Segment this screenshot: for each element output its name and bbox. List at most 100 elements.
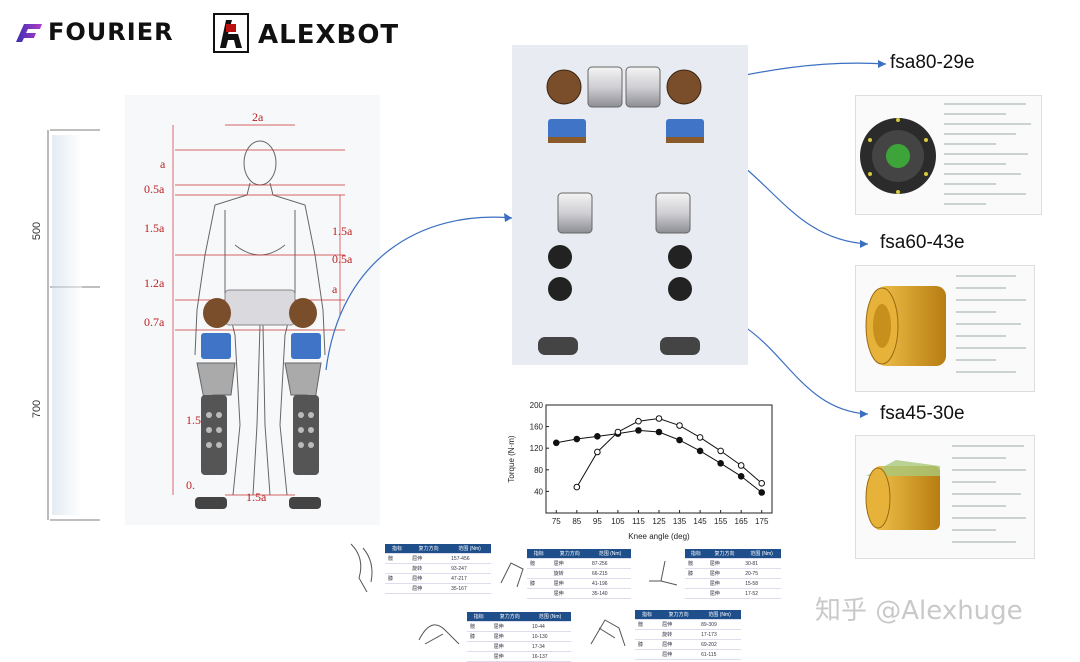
series-1-point xyxy=(696,434,704,441)
series-0-line xyxy=(556,429,763,493)
x-tick-label: 85 xyxy=(572,517,581,526)
leg-sketch-icon xyxy=(649,560,678,586)
t5-h2: 范围 (Nm) xyxy=(698,610,741,620)
t3-h2: 范围 (Nm) xyxy=(742,549,781,559)
dim-torso-right: 1.5a xyxy=(332,224,353,238)
leg-sketch-icon xyxy=(500,562,524,588)
t2-h1: 复力方向 xyxy=(550,549,589,559)
leg-sketch-icon xyxy=(590,619,626,647)
actuator-parts xyxy=(538,66,704,355)
t2-h2: 范围 (Nm) xyxy=(588,549,631,559)
series-0-point xyxy=(717,460,724,467)
x-tick-label: 165 xyxy=(735,517,749,526)
dim-head: a xyxy=(160,157,166,171)
fourier-mark-icon xyxy=(16,24,42,42)
series-1-point xyxy=(737,462,745,469)
alexbot-logo: ALEXBOT xyxy=(212,12,412,56)
dim-shoulder-right: 0.5a xyxy=(332,252,353,266)
t1-h1: 复力方向 xyxy=(409,544,449,554)
dim-torso-left: 1.5a xyxy=(144,221,165,235)
motor-label-fsa60: fsa60-43e xyxy=(880,232,965,253)
series-0-point xyxy=(696,447,704,455)
fsa60-render xyxy=(865,275,1026,373)
dim-knee-left: 0.7a xyxy=(144,315,165,329)
x-axis-label: Knee angle (deg) xyxy=(628,532,690,541)
scale-label-upper: 500 xyxy=(31,221,44,241)
series-1-point xyxy=(717,447,724,455)
dim-ankle-left: 0. xyxy=(186,478,195,492)
scale-bar xyxy=(20,125,110,525)
scale-lines xyxy=(47,129,100,521)
t3-h1: 复力方向 xyxy=(706,549,743,559)
y-tick-label: 200 xyxy=(530,401,544,410)
series-1-point xyxy=(573,483,581,491)
dim-neck: 0.5a xyxy=(144,182,165,196)
fsa80-render xyxy=(860,103,1031,205)
series-0-point xyxy=(655,428,663,436)
fourier-logo: FOURIER xyxy=(14,18,194,48)
leg-sketch-icon xyxy=(418,624,460,645)
motor-label-fsa45: fsa45-30e xyxy=(880,403,965,424)
series-0-point xyxy=(758,489,766,496)
series-0-point xyxy=(737,472,745,480)
series-0-point xyxy=(676,436,683,444)
x-tick-label: 145 xyxy=(693,517,707,526)
t4-h1: 复力方向 xyxy=(490,612,529,622)
x-tick-label: 95 xyxy=(593,517,602,526)
motor-label-fsa80: fsa80-29e xyxy=(890,52,975,73)
alexbot-mark-icon xyxy=(213,13,249,53)
t4-h2: 范围 (Nm) xyxy=(528,612,571,622)
t5-h0: 指标 xyxy=(635,610,660,620)
spec-sheet-fsa45 xyxy=(855,435,1035,559)
y-tick-label: 160 xyxy=(530,423,544,432)
leg-sketch-icon xyxy=(350,543,373,593)
alexbot-wordmark: ALEXBOT xyxy=(258,20,400,50)
t1-h0: 指标 xyxy=(385,544,410,554)
series-0-point xyxy=(573,435,581,443)
dim-top: 2a xyxy=(252,110,264,124)
t2-h0: 指标 xyxy=(527,549,551,559)
fsa45-render xyxy=(865,445,1026,543)
x-tick-label: 125 xyxy=(652,517,666,526)
series-1-point xyxy=(635,417,642,425)
x-tick-label: 115 xyxy=(632,517,645,526)
actuator-layout-panel xyxy=(512,45,748,365)
series-1-point xyxy=(758,480,766,487)
y-tick-label: 120 xyxy=(530,444,544,453)
dim-shin-left: 1.5 xyxy=(186,413,201,427)
dim-hip-right: a xyxy=(332,282,338,296)
dim-bottom: 1.5a xyxy=(246,490,267,504)
x-tick-label: 175 xyxy=(755,517,769,526)
series-1-point xyxy=(614,428,622,436)
series-1-point xyxy=(594,448,601,456)
x-tick-label: 105 xyxy=(611,517,625,526)
y-axis-label: Torque (N·m) xyxy=(507,435,516,482)
scale-label-lower: 700 xyxy=(31,399,44,419)
x-tick-label: 155 xyxy=(714,517,728,526)
x-tick-label: 135 xyxy=(673,517,687,526)
series-1-point xyxy=(676,422,683,429)
y-tick-label: 80 xyxy=(534,466,543,475)
y-tick-label: 40 xyxy=(534,487,543,496)
